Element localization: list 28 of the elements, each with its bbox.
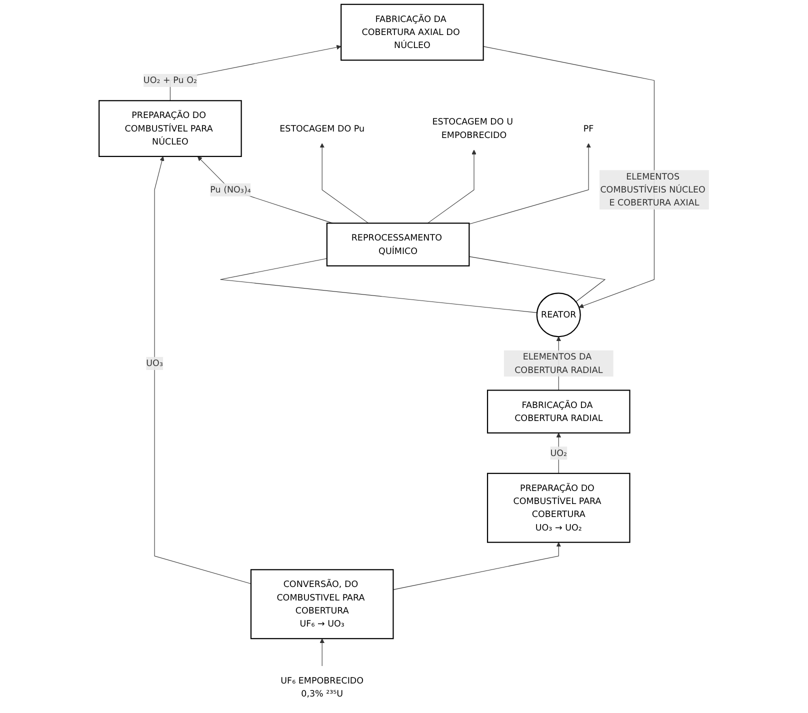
node-box: PREPARAÇÃO DO COMBUSTÍVEL PARA COBERTURA UO₃ → UO₂	[486, 472, 630, 543]
arrow	[483, 46, 654, 308]
arrow	[154, 156, 252, 584]
arrow	[556, 432, 562, 474]
node-circle: REATOR	[536, 292, 581, 338]
arrow	[320, 143, 369, 224]
node-box: FABRICAÇÃO DA COBERTURA RADIAL	[486, 390, 630, 434]
edge-label: ELEMENTOS DA COBERTURA RADIAL	[514, 351, 603, 375]
arrow	[197, 156, 333, 224]
node-box: FABRICAÇÃO DA COBERTURA AXIAL DO NÚCLEO	[340, 4, 484, 61]
node-text: ESTOCAGEM DO U EMPOBRECIDO	[432, 116, 513, 140]
edge-label: UO₃	[146, 358, 163, 368]
connector	[468, 256, 606, 302]
edge-label: Pu (NO₃)₄	[210, 184, 251, 195]
arrow	[320, 638, 324, 666]
arrow	[392, 542, 562, 590]
arrow	[468, 143, 591, 224]
edge-label: UO₂	[550, 448, 568, 458]
node-text: ESTOCAGEM DO Pu	[280, 123, 365, 134]
edge-label: UO₂ + Pu O₂	[143, 74, 197, 86]
arrow	[427, 150, 476, 224]
node-text: UF₆ EMPOBRECIDO 0,3% ²³⁵U	[280, 675, 364, 699]
node-box: PREPARAÇÃO DO COMBUSTÍVEL PARA NÚCLEO	[98, 100, 242, 157]
node-box: CONVERSÃO, DO COMBUSTIVEL PARA COBERTURA UF₆ → UO₃	[250, 569, 394, 640]
edge-label: ELEMENTOS COMBUSTÍVEIS NÚCLEO E COBERTURA AXIAL	[600, 171, 706, 208]
node-box: REPROCESSAMENTO QUÍMICO	[326, 222, 470, 266]
connector	[220, 258, 538, 313]
node-text: PF	[583, 123, 594, 134]
